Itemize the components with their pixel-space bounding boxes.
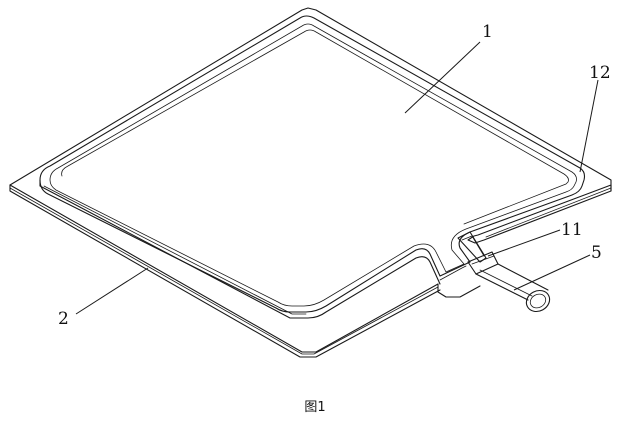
leader-lines [75,41,599,315]
leader-12 [579,79,599,173]
base-plate [9,7,612,358]
leader-1 [404,41,481,114]
leader-2 [75,267,149,315]
leader-5 [513,254,591,291]
figure-caption: 图1 [304,400,326,415]
callout-12: 12 [589,63,611,83]
callout-2: 2 [58,309,69,329]
callout-5: 5 [591,243,602,263]
callout-1: 1 [482,22,493,42]
callout-11: 11 [561,220,583,240]
leader-11 [487,229,561,257]
bag-body [39,15,586,319]
tube [475,263,551,313]
